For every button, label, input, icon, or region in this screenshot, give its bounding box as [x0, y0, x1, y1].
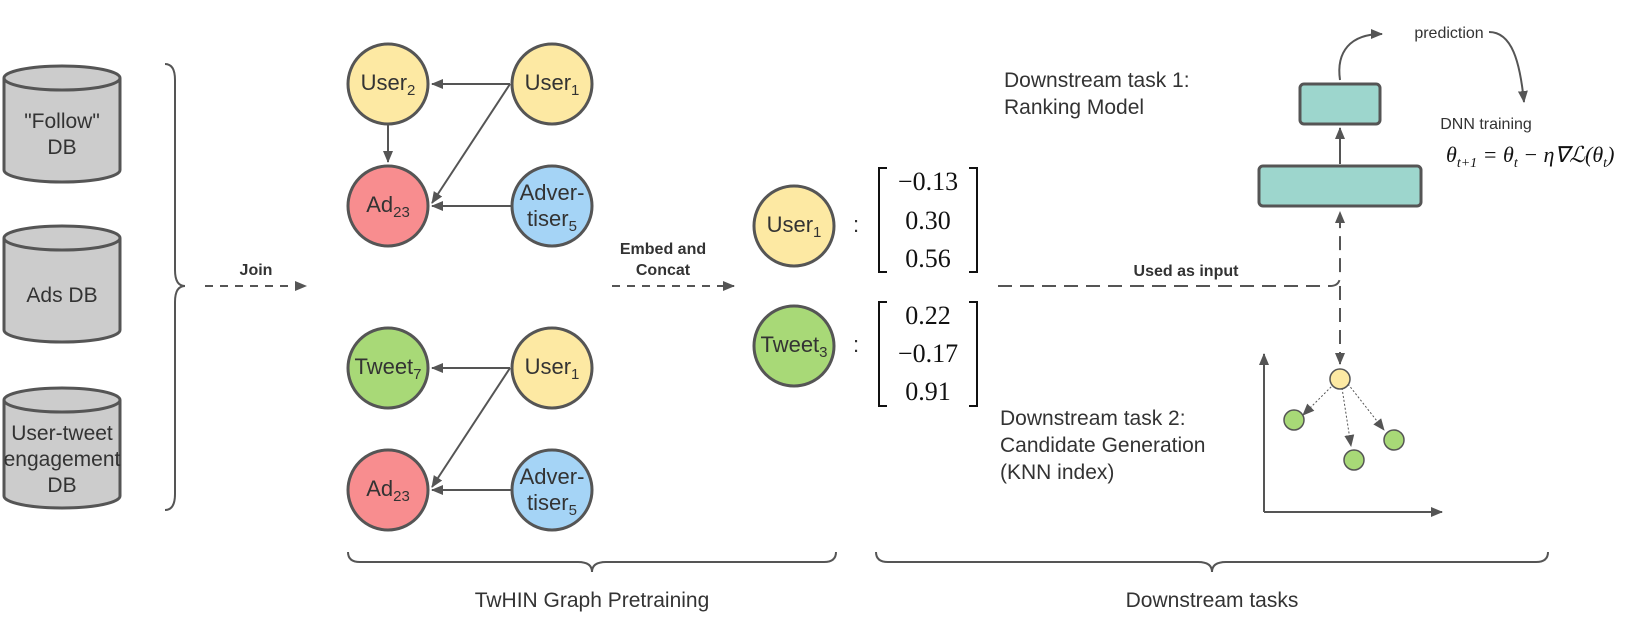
- node-label-line1: Adver-: [520, 464, 585, 489]
- node-subscript: 5: [569, 502, 577, 519]
- node-label: User: [361, 70, 407, 95]
- pretraining-label: TwHIN Graph Pretraining: [475, 589, 710, 612]
- embedding-value: 0.30: [905, 206, 951, 235]
- node-subscript: 3: [819, 344, 827, 361]
- graph-top: User2 User1 Ad23 Adver- tiser5: [346, 42, 594, 248]
- prediction-label: prediction: [1414, 25, 1483, 42]
- knn-plot: [1259, 353, 1443, 517]
- matrix-bracket-left: [878, 301, 887, 407]
- database-follow-line1: "Follow": [24, 110, 100, 133]
- ranking-model-top-layer: [1298, 82, 1382, 126]
- matrix-bracket-right: [969, 167, 978, 273]
- node-advertiser5-bottom: Adver- tiser5: [510, 448, 594, 532]
- node-ad23-bottom: Ad23: [346, 448, 430, 532]
- task2-title: Downstream task 2:: [1000, 407, 1186, 430]
- node-label: Tweet: [760, 332, 819, 357]
- node-label: User: [767, 212, 813, 237]
- join-label: Join: [240, 262, 273, 279]
- used-as-input-label: Used as input: [1134, 263, 1240, 280]
- node-subscript: 1: [571, 366, 579, 383]
- node-user2-top: User2: [346, 42, 430, 126]
- matrix-bracket-left: [878, 167, 887, 273]
- database-engagement: User-tweet engagement DB: [2, 386, 122, 510]
- node-label: User: [525, 354, 571, 379]
- database-follow: "Follow" DB: [2, 64, 122, 184]
- database-engagement-line1: User-tweet: [11, 422, 113, 445]
- svg-text:Tweet3: Tweet3: [760, 332, 827, 361]
- embedding-user1: User1 : −0.13 0.30 0.56: [752, 167, 978, 273]
- database-brace: [164, 63, 186, 511]
- graph-bottom: Tweet7 User1 Ad23 Adver- tiser5: [346, 326, 594, 532]
- neighbor-point: [1283, 409, 1305, 431]
- embedding-value: 0.91: [905, 377, 951, 406]
- dnn-training-label: DNN training: [1440, 116, 1532, 133]
- svg-text:User1: User1: [525, 354, 580, 383]
- embedding-tweet3: Tweet3 : 0.22 −0.17 0.91: [752, 301, 978, 407]
- svg-text:User2: User2: [361, 70, 416, 99]
- node-subscript: 1: [571, 82, 579, 99]
- svg-text:tiser5: tiser5: [527, 206, 577, 235]
- downstream-label: Downstream tasks: [1126, 589, 1299, 612]
- node-subscript: 23: [393, 488, 410, 505]
- node-subscript: 5: [569, 218, 577, 235]
- node-label: Ad: [366, 476, 393, 501]
- task2-subtitle: Candidate Generation: [1000, 434, 1205, 457]
- node-label: tiser: [527, 490, 569, 515]
- task1-title: Downstream task 1:: [1004, 69, 1190, 92]
- node-label: Ad: [366, 192, 393, 217]
- node-label: User: [525, 70, 571, 95]
- node-user1-bottom: User1: [510, 326, 594, 410]
- embedding-colon: :: [853, 332, 859, 357]
- database-ads-line1: Ads DB: [26, 284, 97, 307]
- node-tweet7: Tweet7: [346, 326, 430, 410]
- svg-text:User1: User1: [525, 70, 580, 99]
- embedding-value: 0.56: [905, 244, 951, 273]
- node-subscript: 2: [407, 82, 415, 99]
- node-label: Tweet: [354, 354, 413, 379]
- database-ads: Ads DB: [2, 224, 122, 344]
- task2-note: (KNN index): [1000, 461, 1114, 484]
- embedding-value: −0.13: [898, 167, 958, 196]
- neighbor-point: [1383, 429, 1405, 451]
- update-rule: θt+1 = θt − η∇ℒ(θt): [1446, 142, 1614, 171]
- svg-text:Tweet7: Tweet7: [354, 354, 421, 383]
- dnn-training-arrow: [1488, 31, 1528, 103]
- node-label-line1: Adver-: [520, 180, 585, 205]
- node-user1-top: User1: [510, 42, 594, 126]
- embed-label-line1: Embed and: [620, 241, 706, 258]
- database-engagement-line3: DB: [47, 474, 76, 497]
- svg-text:User1: User1: [767, 212, 822, 241]
- embedding-value: −0.17: [898, 339, 958, 368]
- embedding-colon: :: [853, 212, 859, 237]
- database-follow-line2: DB: [47, 136, 76, 159]
- downstream-brace: [875, 551, 1549, 573]
- prediction-arrow: [1338, 29, 1383, 81]
- svg-text:tiser5: tiser5: [527, 490, 577, 519]
- svg-text:Ad23: Ad23: [366, 476, 410, 505]
- matrix-bracket-right: [969, 301, 978, 407]
- task1-subtitle: Ranking Model: [1004, 96, 1144, 119]
- embedding-value: 0.22: [905, 301, 951, 330]
- ranking-model-bottom-layer: [1257, 164, 1423, 208]
- used-as-input-line: [998, 211, 1345, 287]
- node-label: tiser: [527, 206, 569, 231]
- database-engagement-line2: engagement: [4, 448, 121, 471]
- pretraining-brace: [347, 551, 837, 573]
- node-subscript: 23: [393, 204, 410, 221]
- node-subscript: 1: [813, 224, 821, 241]
- query-point: [1329, 368, 1351, 390]
- svg-text:Ad23: Ad23: [366, 192, 410, 221]
- node-subscript: 7: [413, 366, 421, 383]
- node-ad23-top: Ad23: [346, 164, 430, 248]
- embed-label-line2: Concat: [636, 262, 691, 279]
- node-advertiser5-top: Adver- tiser5: [510, 164, 594, 248]
- neighbor-point: [1343, 449, 1365, 471]
